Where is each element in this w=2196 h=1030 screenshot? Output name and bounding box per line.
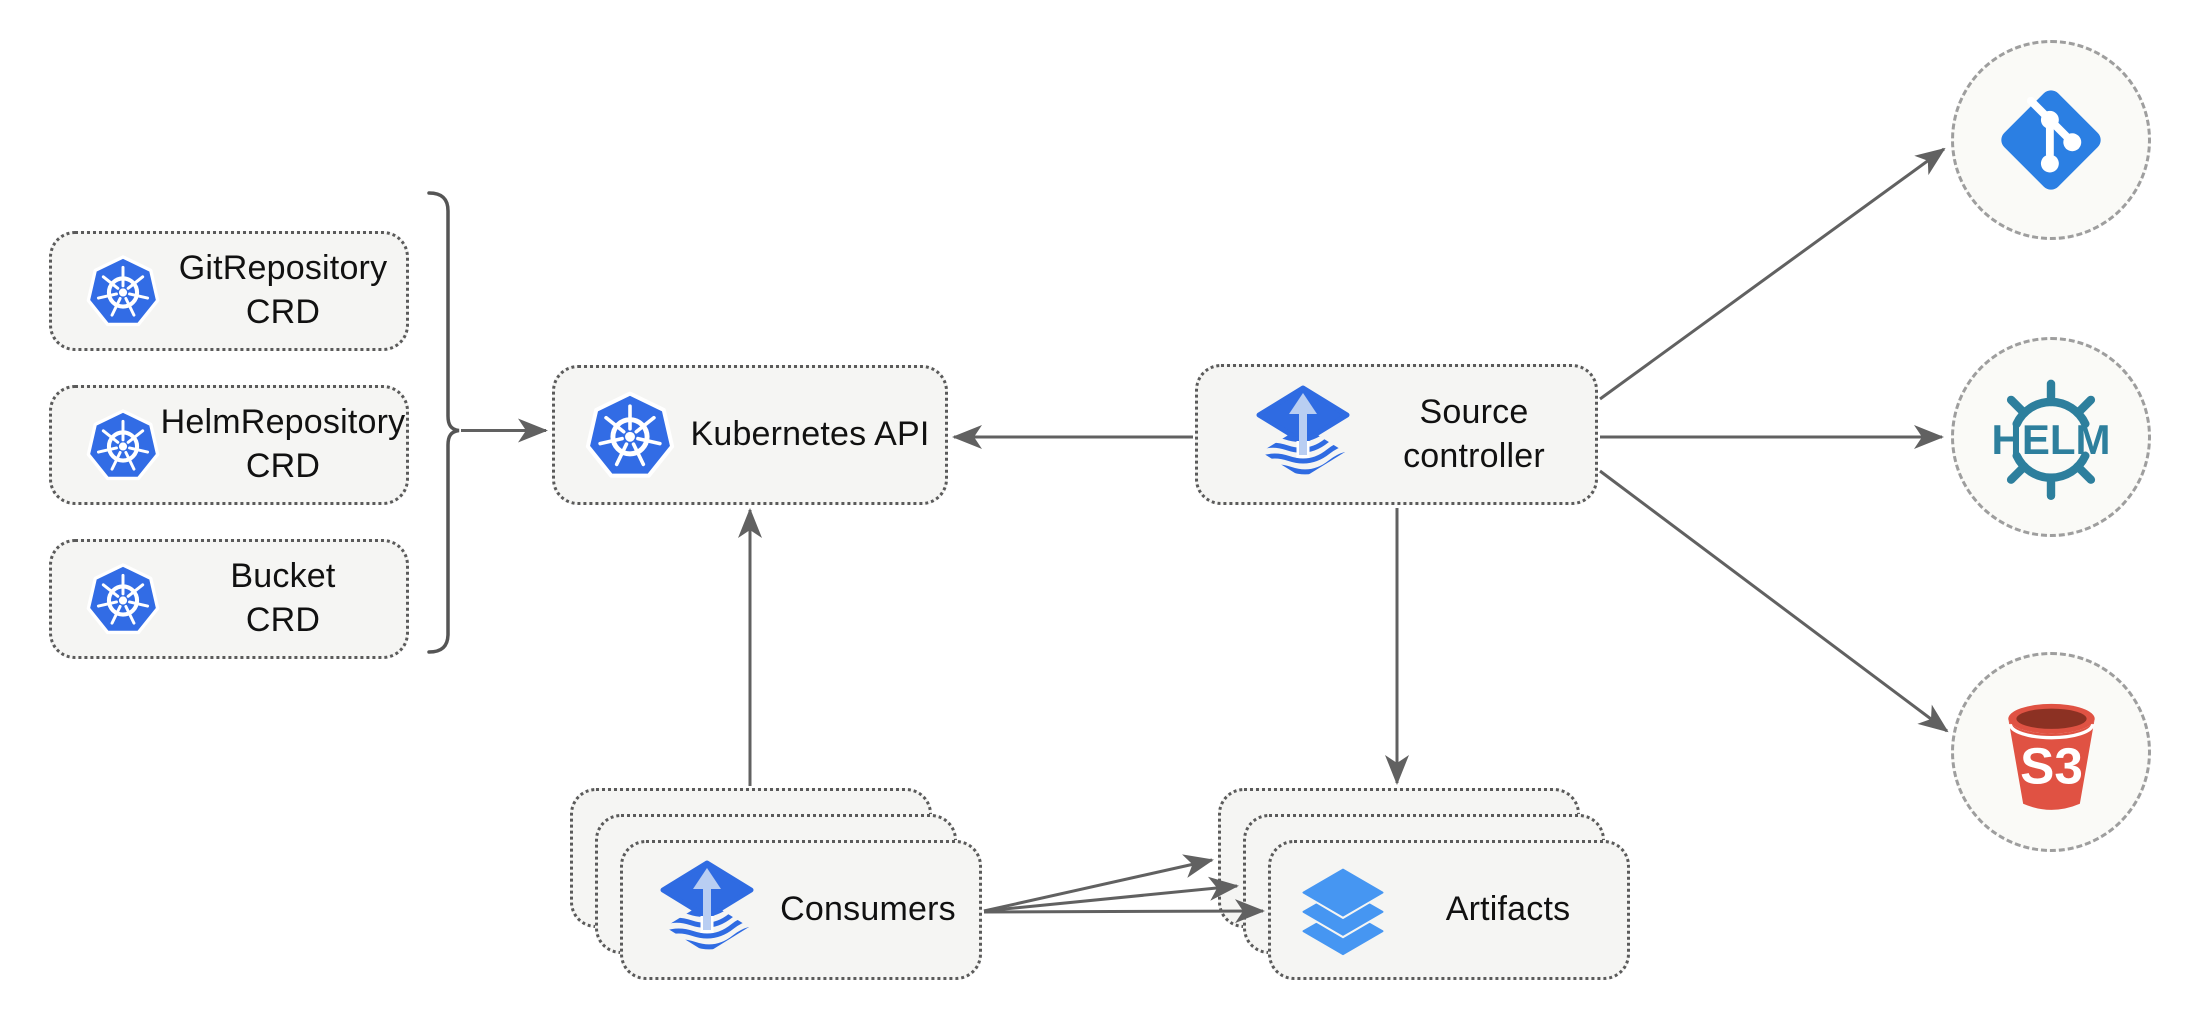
git-icon xyxy=(1995,84,2107,196)
crd-gitrepository-box: GitRepository CRD xyxy=(49,231,409,351)
artifacts-box: Artifacts xyxy=(1268,840,1630,980)
crd-label-line2: CRD xyxy=(245,293,321,331)
helm-icon xyxy=(1981,367,2121,507)
arrow-source-controller-to-s3 xyxy=(1599,469,1949,733)
kubernetes-api-box: Kubernetes API xyxy=(552,365,948,505)
crd-group-brace xyxy=(427,191,460,654)
arrow-consumers-to-artifacts-1 xyxy=(983,854,1214,913)
layers-icon xyxy=(1297,864,1389,956)
crd-label-line2: CRD xyxy=(245,447,321,485)
consumers-label: Consumers xyxy=(780,890,956,929)
crd-label-line1: Bucket xyxy=(230,557,336,596)
arrow-consumers-to-artifacts-2 xyxy=(983,876,1239,913)
kubernetes-icon xyxy=(86,562,160,636)
kubernetes-icon xyxy=(86,408,160,482)
arrow-source-controller-to-git xyxy=(1599,147,1946,401)
kubernetes-api-label: Kubernetes API xyxy=(690,415,930,454)
source-controller-box: Source controller xyxy=(1195,364,1598,505)
helm-circle xyxy=(1951,337,2151,537)
artifacts-label: Artifacts xyxy=(1445,890,1571,929)
kubernetes-icon xyxy=(86,254,160,328)
crd-helmrepository-label: HelmRepository CRD xyxy=(160,401,406,488)
source-controller-label: Source controller xyxy=(1353,391,1595,478)
s3-bucket-icon xyxy=(1984,685,2119,820)
crd-gitrepository-label: GitRepository CRD xyxy=(160,247,406,334)
s3-circle xyxy=(1951,652,2151,852)
crd-label-line1: HelmRepository xyxy=(160,403,406,442)
consumers-box: Consumers xyxy=(620,840,982,980)
flux-source-controller-icon xyxy=(1253,378,1353,492)
crd-bucket-label: Bucket CRD xyxy=(160,555,406,642)
kubernetes-icon xyxy=(585,390,675,480)
crd-helmrepository-box: HelmRepository CRD xyxy=(49,385,409,505)
git-circle xyxy=(1951,40,2151,240)
crd-label-line1: GitRepository xyxy=(178,249,388,288)
flux-source-controller-icon xyxy=(657,853,757,967)
crd-bucket-box: Bucket CRD xyxy=(49,539,409,659)
source-controller-line2: controller xyxy=(1403,436,1545,475)
source-controller-line1: Source xyxy=(1419,392,1529,431)
crd-label-line2: CRD xyxy=(245,601,321,639)
